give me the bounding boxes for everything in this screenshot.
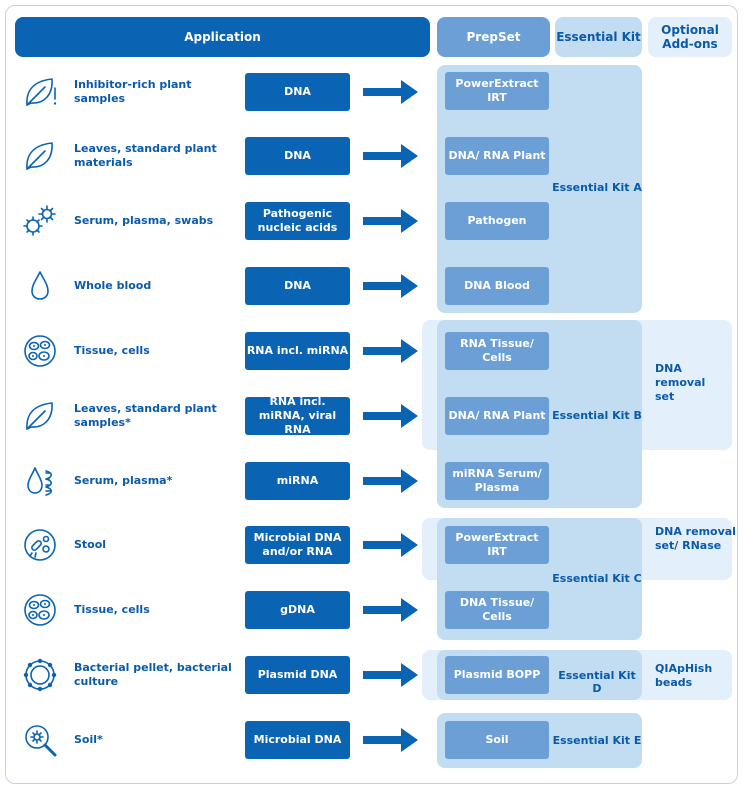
arrow-right-icon: [363, 144, 418, 168]
arrow-right-icon: [363, 339, 418, 363]
microbe-icon: [24, 529, 56, 561]
prepset-box: Plasmid BOPP: [445, 656, 549, 694]
sample-label: Stool: [74, 538, 107, 551]
drop-rna-icon: [27, 467, 53, 496]
sample-label: Serum, plasma, swabs: [74, 214, 214, 227]
essential-kit-a-label: Essential Kit A: [552, 181, 642, 194]
magnifier-icon: [25, 725, 57, 757]
arrow-right-icon: [363, 598, 418, 622]
essential-kit-c-label: Essential Kit C: [552, 572, 642, 585]
sample-label: Whole blood: [74, 279, 152, 292]
nucleic-acid-box: DNA: [245, 137, 350, 175]
prepset-box: DNA Blood: [445, 267, 549, 305]
sample-label: Bacterial pellet, bacterial culture: [74, 661, 232, 688]
cells-icon: [24, 335, 56, 367]
nucleic-acid-box: gDNA: [245, 591, 350, 629]
header-application: Application: [15, 17, 430, 57]
prepset-box: PowerExtract IRT: [445, 526, 549, 564]
prepset-box: Pathogen: [445, 202, 549, 240]
nucleic-acid-box: Pathogenic nucleic acids: [245, 202, 350, 240]
sample-label: Leaves, standard plant materials: [74, 142, 217, 169]
essential-kit-e-label: Essential Kit E: [552, 734, 642, 747]
leaf-exclamation-icon: [26, 78, 57, 106]
arrow-right-icon: [363, 209, 418, 233]
arrow-right-icon: [363, 404, 418, 428]
addon-dna-removal-rnase: DNA removal set/ RNase: [655, 525, 736, 552]
sample-label: Tissue, cells: [74, 344, 150, 357]
header-essential-kit: Essential Kit: [555, 17, 642, 57]
arrow-right-icon: [363, 469, 418, 493]
virus-icon: [23, 205, 56, 236]
prepset-box: DNA/ RNA Plant: [445, 397, 549, 435]
arrow-right-icon: [363, 274, 418, 298]
prepset-box: RNA Tissue/ Cells: [445, 332, 549, 370]
bacteria-icon: [23, 658, 57, 692]
essential-kit-d-label: Essential Kit D: [558, 669, 636, 695]
arrow-right-icon: [363, 663, 418, 687]
nucleic-acid-box: Plasmid DNA: [245, 656, 350, 694]
prepset-box: miRNA Serum/ Plasma: [445, 462, 549, 500]
addon-dna-removal-set: DNA removal set: [655, 362, 706, 403]
nucleic-acid-box: Microbial DNA: [245, 721, 350, 759]
essential-kit-b-label: Essential Kit B: [552, 409, 642, 422]
arrow-right-icon: [363, 80, 418, 104]
header-optional-addons: Optional Add-ons: [648, 17, 732, 57]
sample-label: Tissue, cells: [74, 603, 150, 616]
prepset-box: DNA Tissue/ Cells: [445, 591, 549, 629]
sample-label: Inhibitor-rich plant samples: [74, 78, 192, 105]
leaf-icon: [26, 402, 53, 430]
nucleic-acid-box: miRNA: [245, 462, 350, 500]
arrow-right-icon: [363, 533, 418, 557]
nucleic-acid-box: DNA: [245, 73, 350, 111]
sample-label: Soil*: [74, 733, 103, 746]
addon-qiaphish-beads: QIApHish beads: [655, 662, 713, 689]
nucleic-acid-box: Microbial DNA and/or RNA: [245, 526, 350, 564]
cells-icon: [24, 594, 56, 626]
leaf-icon: [26, 142, 53, 170]
prepset-box: Soil: [445, 721, 549, 759]
nucleic-acid-box: RNA incl. miRNA, viral RNA: [245, 395, 350, 436]
arrow-right-icon: [363, 728, 418, 752]
header-prepset: PrepSet: [437, 17, 550, 57]
sample-label: Serum, plasma*: [74, 474, 173, 487]
blood-drop-icon: [31, 271, 49, 300]
prepset-box: DNA/ RNA Plant: [445, 137, 549, 175]
sample-label: Leaves, standard plant samples*: [74, 402, 217, 429]
nucleic-acid-box: DNA: [245, 267, 350, 305]
diagram-frame: [5, 5, 738, 784]
prepset-box: PowerExtract IRT: [445, 72, 549, 110]
nucleic-acid-box: RNA incl. miRNA: [245, 332, 350, 370]
